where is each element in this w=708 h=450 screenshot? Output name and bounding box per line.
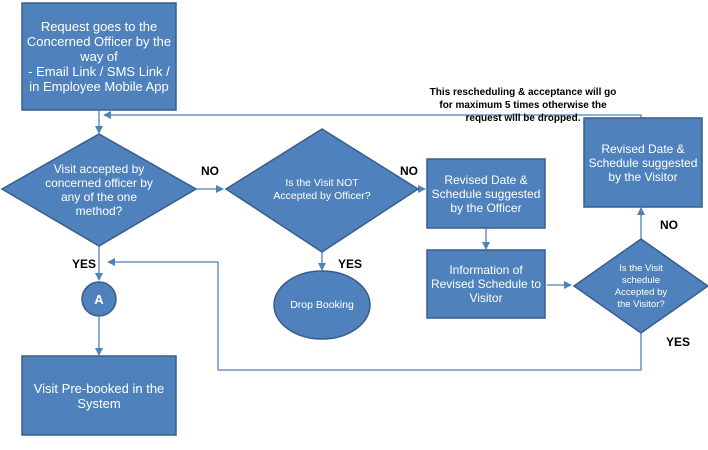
- edge-visitor-revised-loop: [103, 111, 642, 119]
- rescheduling-note: This rescheduling & acceptance will go f…: [429, 87, 617, 124]
- request-label: Request goes to the Concerned Officer by…: [26, 19, 172, 94]
- drop-booking-ellipse: [273, 270, 371, 340]
- edge-label-no-2: NO: [400, 164, 418, 178]
- edge-visitor-yes-loop: [107, 258, 642, 371]
- decision-accepted-label: Visit accepted by concerned officer by a…: [45, 162, 153, 218]
- decision-accepted-diamond: [0, 133, 198, 247]
- request-box: [21, 2, 177, 111]
- officer-revised-box: [426, 158, 546, 229]
- drop-booking-label: Drop Booking: [290, 298, 354, 311]
- decision-visitor-label: Is the Visit schedule Accepted by the Vi…: [614, 263, 668, 310]
- info-revised-label: Information of Revised Schedule to Visit…: [430, 263, 542, 305]
- officer-revised-label: Revised Date & Schedule suggested by the…: [431, 172, 541, 215]
- edge-label-no-3: NO: [660, 218, 678, 232]
- decision-not-accepted-label: Is the Visit NOT Accepted by Officer?: [273, 177, 371, 202]
- visitor-revised-label: Revised Date & Schedule suggested by the…: [588, 141, 698, 184]
- connector-a-label: A: [94, 291, 104, 307]
- visitor-revised-box: [583, 117, 703, 208]
- connector-a-circle: [81, 281, 117, 317]
- decision-visitor-diamond: [572, 238, 708, 334]
- prebooked-label: Visit Pre-booked in the System: [33, 380, 165, 411]
- edge-label-yes-2: YES: [338, 257, 363, 271]
- edge-label-yes-3: YES: [666, 335, 691, 349]
- prebooked-box: [21, 355, 177, 436]
- edge-label-no-1: NO: [201, 164, 219, 178]
- decision-not-accepted-diamond: [224, 128, 420, 253]
- info-revised-box: [426, 249, 546, 319]
- edge-label-yes-1: YES: [72, 257, 97, 271]
